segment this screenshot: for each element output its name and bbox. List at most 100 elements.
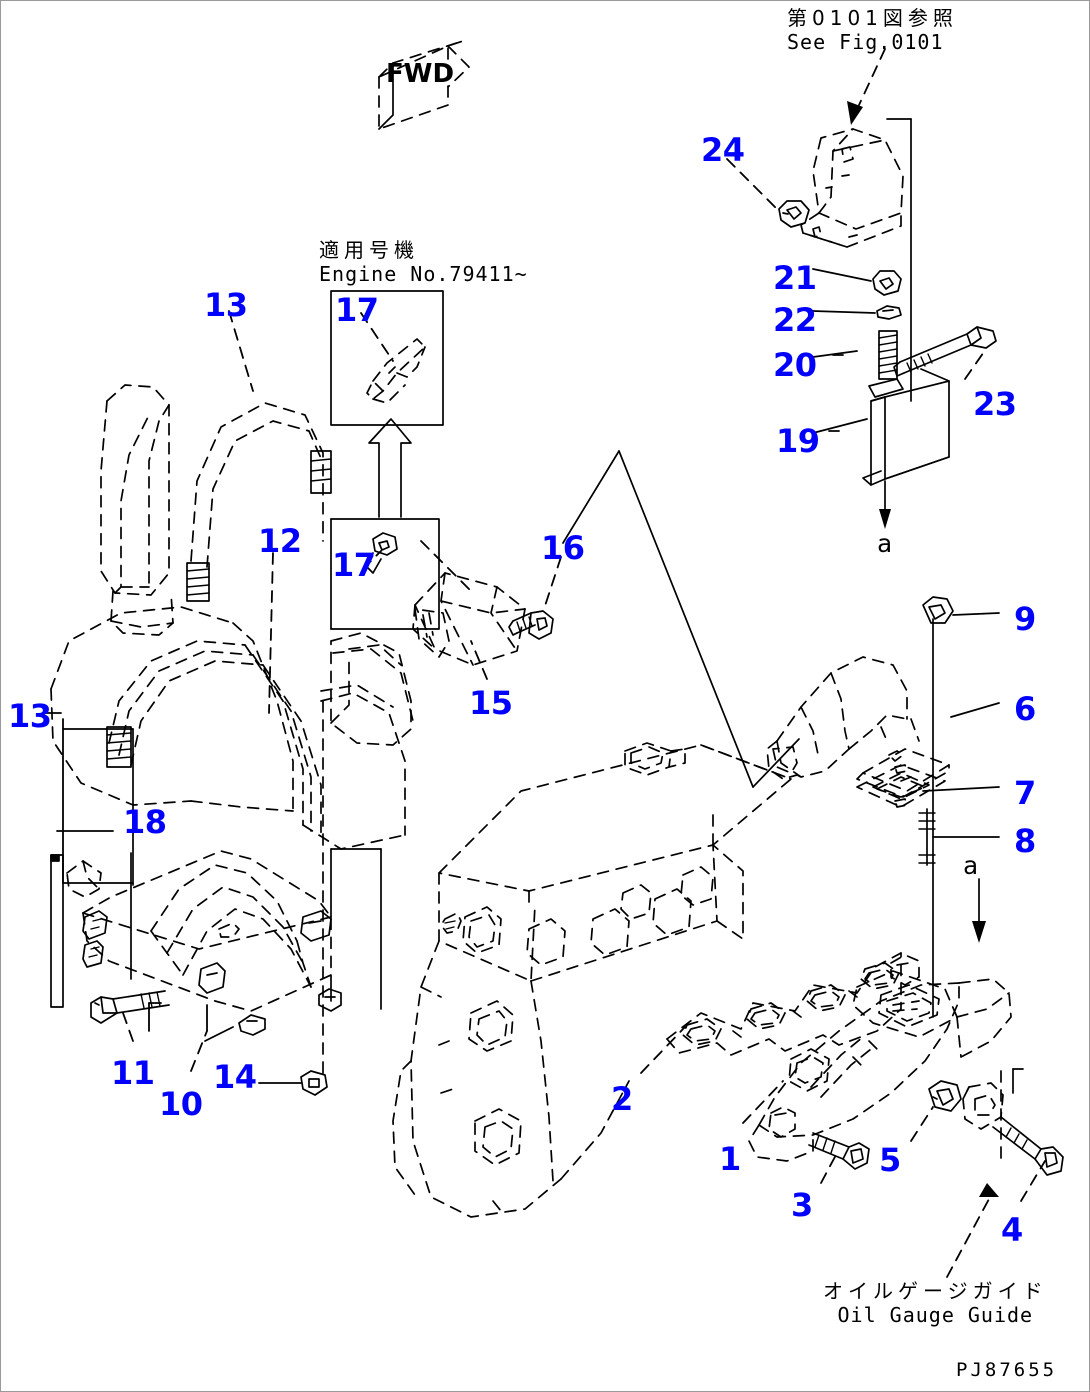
callout-11: 11 (111, 1054, 155, 1092)
leader-11 (122, 1012, 134, 1042)
callout-4: 4 (1001, 1211, 1023, 1249)
leader-2 (640, 1026, 686, 1074)
callout-19: 19 (776, 422, 820, 460)
leader-10c (190, 1030, 208, 1072)
callout-14: 14 (213, 1058, 257, 1096)
part-5-nut (928, 1080, 962, 1112)
callout-20: 20 (773, 346, 817, 384)
fwd-label: FWD (386, 59, 455, 89)
part-1-exhaust-manifold (748, 954, 1012, 1162)
inset-link-arrow (368, 418, 412, 518)
callout-13: 13 (204, 286, 248, 324)
callout-7: 7 (1014, 774, 1036, 812)
inset-box-17-upper (330, 290, 444, 426)
drawing-part-number: PJ87655 (956, 1359, 1058, 1381)
part-7-gasket (856, 764, 946, 808)
leader-5 (910, 1106, 934, 1142)
callout-2: 2 (611, 1080, 633, 1118)
part-23-bolt (893, 326, 997, 377)
leader-23 (964, 348, 987, 380)
inset-box-17-lower (330, 518, 440, 630)
leader-24 (726, 158, 778, 210)
part-4-oil-gauge-guide (962, 1068, 1064, 1176)
callout-16: 16 (541, 529, 585, 567)
engine-no-note-en: Engine No.79411~ (319, 262, 528, 287)
callout-8: 8 (1014, 822, 1036, 860)
engine-no-note: 適用号機 Engine No.79411~ (319, 238, 528, 287)
muffler-tailpipe (100, 384, 174, 636)
part-3-bolt (808, 1132, 870, 1170)
part-9-nut (922, 596, 954, 624)
part-14-washer (238, 1014, 266, 1036)
part-15-connector (412, 572, 526, 666)
part-20-bolt (878, 330, 898, 380)
callout-22: 22 (773, 301, 817, 339)
leader-12 (268, 552, 274, 714)
section-label-a-upper: a (877, 529, 893, 558)
leader-13-top (228, 310, 254, 392)
part-16-bolt (508, 610, 554, 640)
engine-no-note-jp: 適用号機 (319, 238, 419, 262)
leader-9 (952, 612, 1000, 616)
bracket-clip-small (66, 860, 102, 898)
center-construction-line-c (752, 738, 800, 788)
section-marker-a-lower (972, 878, 986, 943)
part-21-nut (872, 270, 902, 296)
callout-9: 9 (1014, 600, 1036, 638)
part-2-manifold-gasket (666, 952, 902, 1056)
leader-16 (543, 556, 562, 610)
leader-21 (812, 268, 872, 282)
callout-13-lower: 13 (8, 697, 52, 735)
muffler-body (50, 606, 414, 850)
part-13-clamp-lower (106, 726, 132, 768)
callout-21: 21 (773, 259, 817, 297)
callout-12: 12 (258, 522, 302, 560)
mount-nut-right (318, 988, 342, 1012)
leader-17-upper (360, 312, 394, 362)
section-label-a-lower: a (963, 851, 979, 880)
leader-19a (812, 418, 868, 434)
leader-6 (950, 702, 1000, 718)
see-fig-note-en: See Fig.0101 (787, 30, 944, 55)
see-fig-note-jp: 第0101図参照 (787, 6, 958, 30)
section-marker-a-upper (879, 480, 891, 529)
leader-1 (742, 1080, 784, 1124)
leader-7 (922, 786, 1000, 792)
oil-gauge-guide-note-jp: オイルゲージガイド (823, 1279, 1048, 1303)
leader-4 (1020, 1160, 1046, 1202)
upper-bracket-assembly (800, 128, 904, 248)
part-19-heat-shield (862, 368, 950, 486)
leader-17-lower-b (420, 540, 472, 592)
center-construction-line-b (618, 450, 754, 788)
see-fig-note: 第0101図参照 See Fig.0101 (787, 6, 958, 55)
mount-nut-lower (300, 1070, 328, 1096)
part-6-exhaust-elbow (766, 656, 950, 798)
callout-17-upper: 17 (335, 291, 379, 329)
callout-23: 23 (973, 385, 1017, 423)
leader-15 (470, 640, 488, 680)
callout-18: 18 (123, 803, 167, 841)
part-24-nut (778, 200, 810, 228)
callout-10: 10 (159, 1085, 203, 1123)
leader-3 (820, 1152, 838, 1184)
muffler-mount-bracket (82, 848, 332, 1012)
leader-17-lower (362, 550, 382, 570)
part-18-rod (50, 854, 64, 1008)
see-fig-leader (847, 48, 886, 125)
part-8-stud (918, 808, 936, 866)
center-construction-line-a (562, 450, 620, 544)
callout-3: 3 (791, 1186, 813, 1224)
part-11-bolt (90, 990, 170, 1024)
callout-17-lower: 17 (332, 546, 376, 584)
leader-20a (812, 350, 858, 358)
callout-24: 24 (701, 131, 745, 169)
oil-gauge-guide-leader (946, 1183, 999, 1278)
fwd-marker-icon (378, 40, 470, 130)
leader-14a (204, 1026, 234, 1042)
oil-gauge-guide-note: オイルゲージガイド Oil Gauge Guide (823, 1279, 1048, 1328)
callout-6: 6 (1014, 690, 1036, 728)
part-13-clamp-hose (186, 402, 332, 602)
callout-5: 5 (879, 1141, 901, 1179)
